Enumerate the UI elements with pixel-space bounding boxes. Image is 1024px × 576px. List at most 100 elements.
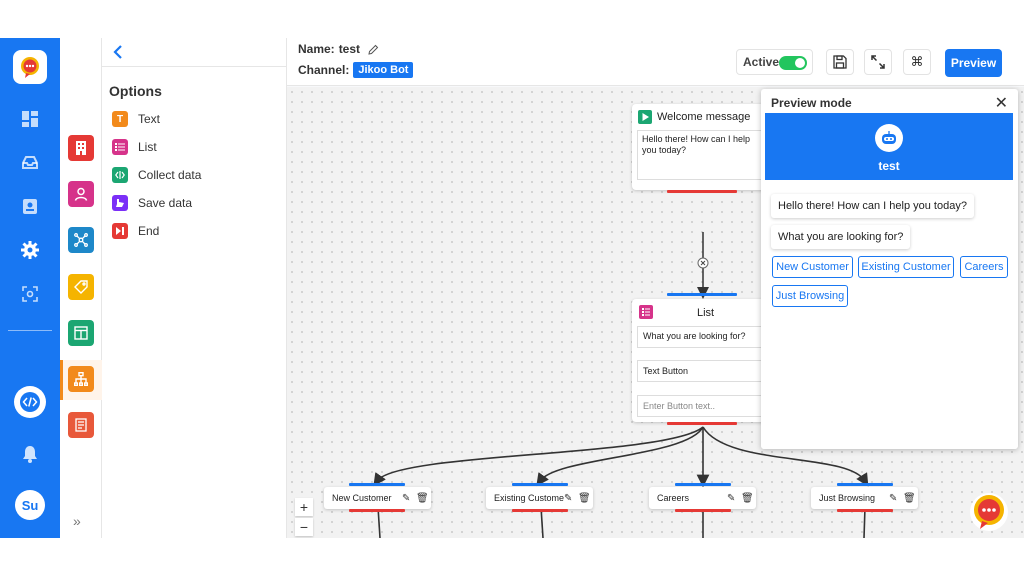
list-icon [112, 139, 128, 155]
bell-icon[interactable] [19, 443, 41, 465]
child-node-existing-customer[interactable]: Existing Custome ✎ 🗑 [486, 487, 593, 509]
option-list[interactable]: List [112, 138, 157, 156]
welcome-node-header: Welcome message [638, 110, 750, 124]
list-icon [639, 305, 653, 319]
share-icon[interactable] [68, 227, 94, 253]
output-handle[interactable] [349, 509, 405, 512]
input-handle[interactable] [512, 483, 568, 486]
chat-bubble-icon [974, 495, 1004, 529]
bot-message: What you are looking for? [771, 225, 911, 249]
name-label: Name: [298, 42, 335, 56]
settings-icon[interactable] [19, 239, 41, 261]
quick-reply-just-browsing[interactable]: Just Browsing [772, 285, 848, 307]
user-avatar[interactable]: Su [15, 490, 45, 520]
input-handle[interactable] [349, 483, 405, 486]
bot-avatar-icon [875, 124, 903, 152]
close-icon[interactable]: ✕ [994, 95, 1008, 112]
tag-icon[interactable] [68, 274, 94, 300]
edit-icon[interactable]: ✎ [889, 492, 898, 504]
options-title: Options [109, 83, 162, 99]
list-node-title: List [697, 307, 715, 319]
flow-connectors [373, 232, 869, 538]
option-save-data[interactable]: Save data [112, 194, 192, 212]
list-prompt-field[interactable]: What you are looking for? [637, 326, 767, 348]
chat-widget-button[interactable] [970, 493, 1008, 531]
collect-data-icon [112, 167, 128, 183]
preview-banner: test [765, 113, 1013, 180]
option-text[interactable]: T Text [112, 110, 160, 128]
edit-name-icon[interactable] [368, 44, 379, 55]
edit-icon[interactable]: ✎ [727, 492, 736, 504]
output-handle[interactable] [667, 190, 737, 193]
option-label: Collect data [138, 168, 202, 182]
edit-icon[interactable]: ✎ [402, 492, 411, 504]
flow-channel: Channel: Jikoo Bot [298, 62, 414, 78]
quick-reply-new-customer[interactable]: New Customer [772, 256, 853, 278]
child-node-just-browsing[interactable]: Just Browsing ✎ 🗑 [811, 487, 918, 509]
code-icon[interactable] [14, 386, 46, 418]
option-collect-data[interactable]: Collect data [112, 166, 201, 184]
child-node-label: Just Browsing [819, 493, 876, 503]
expand-icon[interactable]: » [73, 513, 81, 529]
bot-message: Hello there! How can I help you today? [771, 194, 974, 218]
app-logo[interactable] [13, 50, 47, 84]
sitemap-icon[interactable] [68, 366, 94, 392]
edit-icon[interactable]: ✎ [564, 492, 573, 504]
list-node[interactable]: List What you are looking for? Text Butt… [632, 299, 772, 422]
layout-icon[interactable] [68, 320, 94, 346]
save-icon [833, 55, 847, 69]
trash-icon[interactable]: 🗑 [903, 492, 916, 504]
options-panel: Options T Text List Collect data Save da… [102, 38, 287, 538]
main-sidebar: Su [0, 38, 60, 538]
child-node-careers[interactable]: Careers ✎ 🗑 [649, 487, 756, 509]
dashboard-icon[interactable] [19, 108, 41, 130]
flow-header: Name: test Channel: Jikoo Bot Active ⌘ P… [287, 38, 1024, 86]
channel-badge: Jikoo Bot [353, 62, 414, 78]
app-frame: Su » Options T [0, 38, 1024, 538]
preview-button[interactable]: Preview [945, 49, 1002, 77]
zoom-out-button[interactable]: − [295, 518, 313, 536]
option-label: End [138, 224, 160, 238]
back-arrow-icon[interactable] [110, 43, 126, 61]
list-button-field[interactable]: Text Button [637, 360, 767, 382]
building-icon[interactable] [68, 135, 94, 161]
preview-title: Preview mode [771, 96, 852, 110]
option-label: List [138, 140, 157, 154]
bot-name: test [878, 159, 900, 173]
trash-icon[interactable]: 🗑 [416, 492, 429, 504]
contacts-icon[interactable] [19, 195, 41, 217]
trash-icon[interactable]: 🗑 [578, 492, 591, 504]
shortcuts-button[interactable]: ⌘ [903, 49, 931, 75]
output-handle[interactable] [675, 509, 731, 512]
zoom-in-button[interactable]: + [295, 498, 313, 516]
child-node-new-customer[interactable]: New Customer ✎ 🗑 [324, 487, 431, 509]
welcome-message-field[interactable]: Hello there! How can I help you today? [637, 130, 767, 180]
save-button[interactable] [826, 49, 854, 75]
name-value: test [338, 42, 361, 56]
tool-strip: » [60, 38, 102, 538]
preview-panel: Preview mode ✕ test Hello there! How can… [761, 89, 1018, 449]
welcome-node[interactable]: Welcome message Hello there! How can I h… [632, 104, 772, 190]
output-handle[interactable] [837, 509, 893, 512]
scan-icon[interactable] [19, 283, 41, 305]
trash-icon[interactable]: 🗑 [741, 492, 754, 504]
input-handle[interactable] [837, 483, 893, 486]
welcome-node-title: Welcome message [657, 111, 751, 123]
input-handle[interactable] [675, 483, 731, 486]
output-handle[interactable] [667, 422, 737, 425]
add-button-input[interactable]: Enter Button text.. [637, 395, 767, 417]
quick-reply-careers[interactable]: Careers [960, 256, 1008, 278]
inbox-icon[interactable] [19, 151, 41, 173]
fullscreen-button[interactable] [864, 49, 892, 75]
option-label: Text [138, 112, 161, 126]
user-icon[interactable] [68, 181, 94, 207]
command-icon: ⌘ [910, 54, 924, 69]
child-node-label: Careers [657, 493, 690, 503]
input-handle[interactable] [667, 293, 737, 296]
flow-name: Name: test [298, 42, 379, 56]
document-icon[interactable] [68, 412, 94, 438]
option-end[interactable]: End [112, 222, 159, 240]
quick-reply-existing-customer[interactable]: Existing Customer [858, 256, 954, 278]
output-handle[interactable] [512, 509, 568, 512]
active-toggle[interactable] [779, 56, 807, 70]
